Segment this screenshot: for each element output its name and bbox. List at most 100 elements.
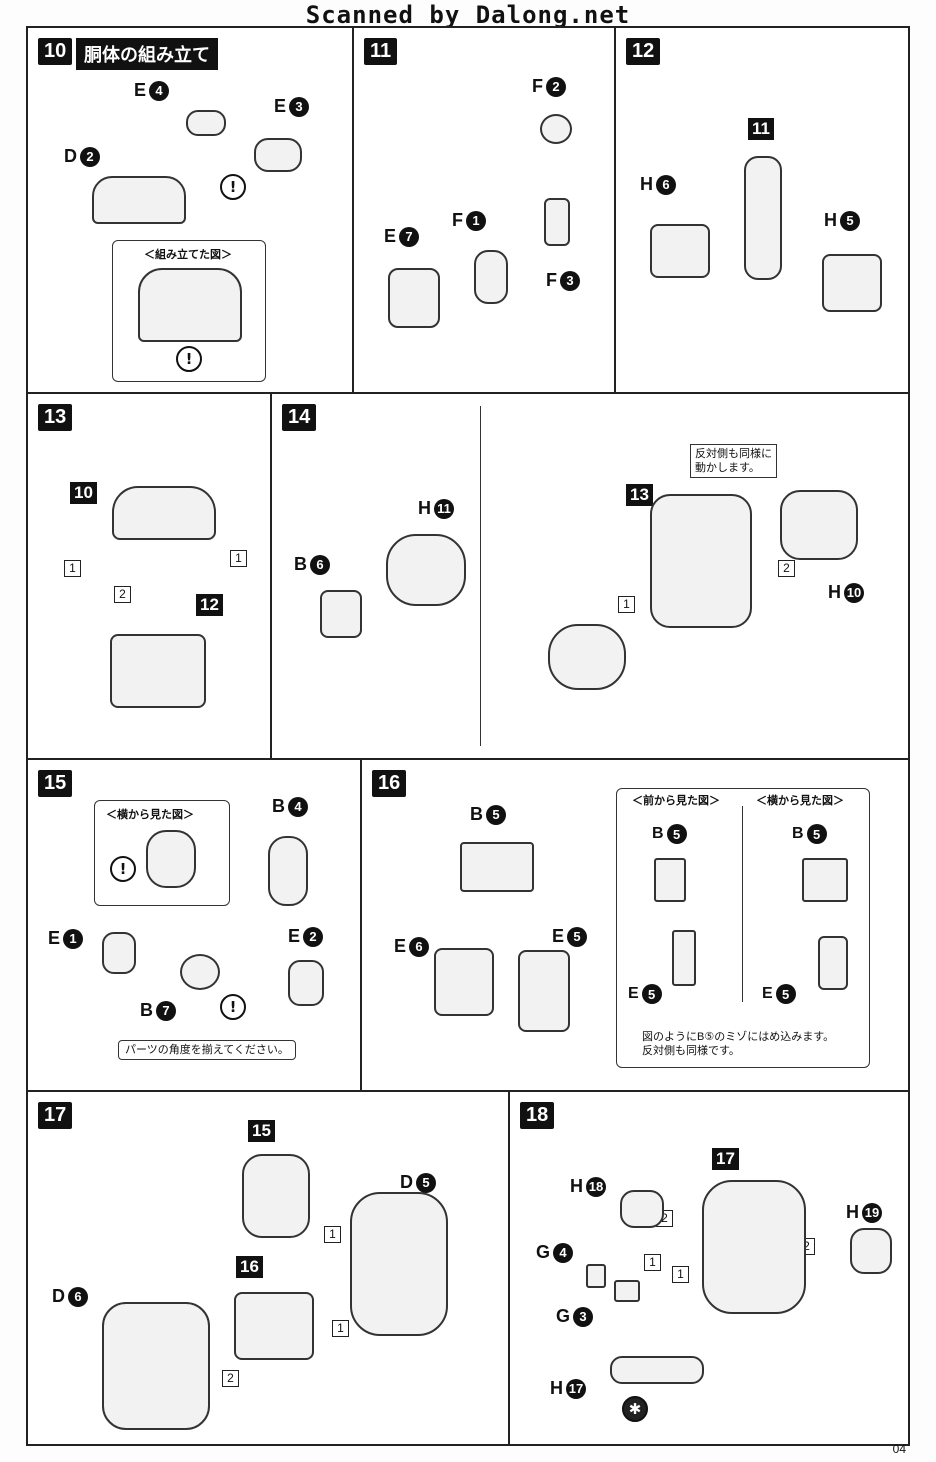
joint-part <box>544 198 570 246</box>
step-number: 11 <box>364 38 398 65</box>
front-view-title: ＜前から見た図＞ <box>632 795 720 807</box>
instruction-note: パーツの角度を揃えてください。 <box>118 1040 296 1060</box>
hip-part <box>460 842 534 892</box>
page-number: 04 <box>892 1442 906 1456</box>
body-shell <box>102 1302 210 1430</box>
instruction-note: 反対側も同様に 動かします。 <box>690 444 777 478</box>
armor-part <box>620 1190 664 1228</box>
order-marker: 1 <box>332 1320 349 1337</box>
step-reference: 13 <box>626 484 653 506</box>
armor-part <box>320 590 362 638</box>
small-part <box>654 858 686 902</box>
step-reference: 10 <box>70 482 97 504</box>
small-part <box>802 858 848 902</box>
ball-part <box>540 114 572 144</box>
tail-part <box>610 1356 704 1384</box>
step-number: 15 <box>38 770 73 797</box>
leg-cover <box>650 224 710 278</box>
armor-part <box>386 534 466 606</box>
caution-icon: ✱ <box>622 1396 648 1422</box>
joint-part <box>186 110 226 136</box>
hub-part <box>180 954 220 990</box>
leg-cover <box>822 254 882 312</box>
step-reference: 12 <box>196 594 223 616</box>
torso-part <box>112 486 216 540</box>
armor-part <box>850 1228 892 1274</box>
caution-icon: ! <box>110 856 136 882</box>
divider <box>742 806 743 1002</box>
torso-assembly <box>650 494 752 628</box>
scan-banner: Scanned by Dalong.net <box>305 1 631 29</box>
joint-part <box>146 830 196 888</box>
caution-icon: ! <box>176 346 202 372</box>
ball-joint <box>268 836 308 906</box>
joint-part <box>288 960 324 1006</box>
callout-title: ＜組み立てた図＞ <box>144 249 232 261</box>
assembled-torso <box>138 268 242 342</box>
instruction-note: 図のようにB⑤のミゾにはめ込みます。 反対側も同様です。 <box>642 1031 835 1057</box>
divider <box>480 406 481 746</box>
armor-part <box>548 624 626 690</box>
step-number: 14 <box>282 404 317 431</box>
order-marker: 1 <box>230 550 247 567</box>
step-number: 13 <box>38 404 73 431</box>
armor-part <box>780 490 858 560</box>
callout-title: ＜横から見た図＞ <box>106 809 194 821</box>
order-marker: 2 <box>222 1370 239 1387</box>
leg-joint <box>518 950 570 1032</box>
hub-assembly <box>242 1154 310 1238</box>
step-reference: 17 <box>712 1148 739 1170</box>
small-part <box>818 936 848 990</box>
step-number: 18 <box>520 1102 555 1129</box>
section-title: 胴体の組み立て <box>76 38 218 70</box>
foot-part <box>388 268 440 328</box>
order-marker: 1 <box>618 596 635 613</box>
order-marker: 1 <box>324 1226 341 1243</box>
leg-joint <box>434 948 494 1016</box>
order-marker: 1 <box>64 560 81 577</box>
order-marker: 2 <box>778 560 795 577</box>
step-number: 12 <box>626 38 661 65</box>
detail-callout <box>616 788 870 1068</box>
step-reference: 11 <box>748 118 774 140</box>
body-shell <box>350 1192 448 1336</box>
step-reference: 16 <box>236 1256 263 1278</box>
hip-assembly <box>234 1292 314 1360</box>
leg-assembly <box>744 156 782 280</box>
small-part <box>614 1280 640 1302</box>
side-view-title: ＜横から見た図＞ <box>756 795 844 807</box>
step-number: 17 <box>38 1102 73 1129</box>
step-13-panel: 13 10 12 1 1 2 <box>26 392 272 760</box>
leg-assembly <box>110 634 206 708</box>
order-marker: 2 <box>114 586 131 603</box>
joint-part <box>254 138 302 172</box>
